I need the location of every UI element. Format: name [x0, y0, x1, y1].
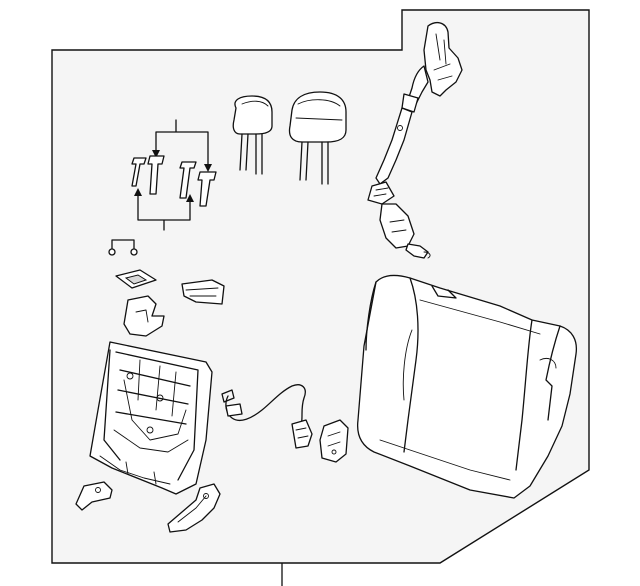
- hinge-right-icon[interactable]: [167, 483, 221, 533]
- hinge-left-icon[interactable]: [75, 481, 113, 511]
- seat-belt-icon[interactable]: [367, 21, 463, 259]
- seat-cushion-icon[interactable]: [356, 274, 578, 499]
- headrest-left-icon[interactable]: [232, 95, 273, 175]
- guide-sleeve-icon[interactable]: [131, 119, 217, 231]
- clip-icon[interactable]: [108, 239, 138, 256]
- bracket-icon[interactable]: [123, 295, 165, 337]
- pad-icon[interactable]: [115, 269, 157, 289]
- bezel-icon[interactable]: [181, 279, 225, 305]
- connector-icon[interactable]: [319, 419, 349, 463]
- headrest-right-icon[interactable]: [288, 91, 347, 185]
- seat-frame-icon[interactable]: [89, 341, 213, 495]
- wire-harness-icon[interactable]: [221, 384, 313, 449]
